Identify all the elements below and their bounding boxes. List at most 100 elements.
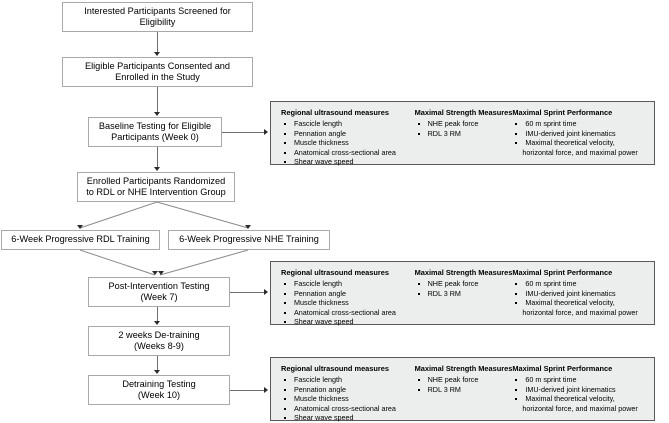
- panel2-strength-title: Maximal Strength Measures: [414, 268, 513, 277]
- list-item: IMU-derived joint kinematics: [512, 289, 646, 299]
- panel2-strength-column: Maximal Strength Measures NHE peak force…: [415, 268, 513, 318]
- merge-line-right: [159, 249, 249, 276]
- list-item: Fascicle length: [281, 119, 415, 129]
- list-item: Muscle thickness: [281, 394, 415, 404]
- list-item: IMU-derived joint kinematics: [512, 129, 646, 139]
- node-detraining-testing-line1: Detraining Testing: [122, 378, 196, 389]
- list-item: 60 m sprint time: [512, 279, 646, 289]
- node-consent: Eligible Participants Consented and Enro…: [62, 57, 253, 87]
- arrowhead-detraining-period: [154, 321, 160, 325]
- connector-baseline-to-panel1: [222, 132, 266, 133]
- arrowhead-randomization: [154, 167, 160, 171]
- panel3-sprint-title: Maximal Sprint Performance: [512, 364, 613, 373]
- node-post-line2: (Week 7): [140, 292, 178, 302]
- node-randomization: Enrolled Participants Randomized to RDL …: [77, 172, 235, 202]
- list-item: Muscle thickness: [281, 298, 415, 308]
- node-nhe-training: 6-Week Progressive NHE Training: [168, 230, 330, 250]
- node-detraining-testing-line2: (Week 10): [137, 390, 181, 400]
- list-item: Anatomical cross-sectional area: [281, 404, 415, 414]
- node-baseline-testing: Baseline Testing for Eligible Participan…: [88, 117, 222, 147]
- connector-baseline-to-randomization: [157, 147, 158, 168]
- connector-post-to-detraining-period: [157, 307, 158, 322]
- panel2-ultrasound-column: Regional ultrasound measures Fascicle le…: [281, 268, 415, 326]
- list-item: Shear wave speed: [281, 157, 415, 167]
- connector-post-to-panel2: [230, 292, 266, 293]
- list-item: NHE peak force: [415, 119, 513, 129]
- list-item: Shear wave speed: [281, 413, 415, 423]
- list-item-continuation: horizontal force, and maximal power: [522, 403, 638, 413]
- panel2-strength-list: NHE peak force RDL 3 RM: [415, 279, 513, 298]
- measures-panel-baseline: Regional ultrasound measures Fascicle le…: [270, 101, 655, 167]
- arrowhead-baseline: [154, 112, 160, 116]
- panel1-strength-column: Maximal Strength Measures NHE peak force…: [415, 108, 513, 158]
- panel1-sprint-column: Maximal Sprint Performance 60 m sprint t…: [512, 108, 646, 158]
- node-detraining-period-line2: (Weeks 8-9): [134, 341, 184, 351]
- node-rdl-training-label: 6-Week Progressive RDL Training: [11, 234, 150, 245]
- list-item: Maximal theoretical velocity,: [512, 394, 646, 404]
- arrowhead-rdl-training: [77, 225, 83, 229]
- list-item: RDL 3 RM: [415, 385, 513, 395]
- panel3-strength-list: NHE peak force RDL 3 RM: [415, 375, 513, 394]
- panel1-sprint-list: 60 m sprint time IMU-derived joint kinem…: [512, 119, 646, 157]
- node-detraining-period: 2 weeks De-training (Weeks 8-9): [88, 326, 230, 356]
- list-item: Anatomical cross-sectional area: [281, 308, 415, 318]
- panel2-sprint-title: Maximal Sprint Performance: [512, 268, 613, 277]
- list-item: NHE peak force: [415, 375, 513, 385]
- panel2-sprint-column: Maximal Sprint Performance 60 m sprint t…: [512, 268, 646, 318]
- node-consent-line2: Enrolled in the Study: [115, 72, 200, 82]
- list-item: Maximal theoretical velocity,: [512, 298, 646, 308]
- list-item: Pennation angle: [281, 385, 415, 395]
- measures-panel-post-intervention: Regional ultrasound measures Fascicle le…: [270, 261, 655, 326]
- node-screening-line1: Interested Participants Screened for: [84, 5, 231, 16]
- node-screening-line2: Eligibility: [139, 17, 176, 27]
- list-item: Pennation angle: [281, 129, 415, 139]
- split-line-right: [156, 201, 249, 229]
- node-screening: Interested Participants Screened for Eli…: [62, 2, 253, 32]
- list-item: IMU-derived joint kinematics: [512, 385, 646, 395]
- panel2-ultrasound-title: Regional ultrasound measures: [281, 268, 390, 277]
- node-detraining-period-line1: 2 weeks De-training: [118, 329, 200, 340]
- panel1-strength-title: Maximal Strength Measures: [414, 108, 513, 117]
- list-item: RDL 3 RM: [415, 129, 513, 139]
- panel3-ultrasound-column: Regional ultrasound measures Fascicle le…: [281, 364, 415, 422]
- node-nhe-training-label: 6-Week Progressive NHE Training: [179, 234, 319, 245]
- node-baseline-line1: Baseline Testing for Eligible: [98, 120, 212, 131]
- list-item-continuation: horizontal force, and maximal power: [522, 147, 638, 157]
- measures-panel-detraining: Regional ultrasound measures Fascicle le…: [270, 357, 655, 422]
- panel2-sprint-list: 60 m sprint time IMU-derived joint kinem…: [512, 279, 646, 317]
- panel3-ultrasound-title: Regional ultrasound measures: [281, 364, 390, 373]
- node-randomized-line1: Enrolled Participants Randomized: [86, 175, 226, 186]
- node-consent-line1: Eligible Participants Consented and: [84, 60, 231, 71]
- node-rdl-training: 6-Week Progressive RDL Training: [1, 230, 160, 250]
- panel1-ultrasound-list: Fascicle length Pennation angle Muscle t…: [281, 119, 415, 167]
- panel3-strength-column: Maximal Strength Measures NHE peak force…: [415, 364, 513, 414]
- arrowhead-post-right: [158, 271, 164, 275]
- arrowhead-panel2: [264, 289, 268, 295]
- arrowhead-post-left: [152, 271, 158, 275]
- list-item: Anatomical cross-sectional area: [281, 148, 415, 158]
- arrowhead-consent: [154, 52, 160, 56]
- arrowhead-nhe-training: [245, 225, 251, 229]
- panel1-strength-list: NHE peak force RDL 3 RM: [415, 119, 513, 138]
- arrowhead-panel1: [264, 129, 268, 135]
- panel1-ultrasound-title: Regional ultrasound measures: [281, 108, 390, 117]
- list-item: NHE peak force: [415, 279, 513, 289]
- node-detraining-testing: Detraining Testing (Week 10): [88, 375, 230, 405]
- list-item: Fascicle length: [281, 279, 415, 289]
- connector-detraining-to-panel3: [230, 390, 266, 391]
- arrowhead-panel3: [264, 387, 268, 393]
- connector-consent-to-baseline: [157, 87, 158, 113]
- connector-detraining-period-to-testing: [157, 356, 158, 371]
- panel3-sprint-column: Maximal Sprint Performance 60 m sprint t…: [512, 364, 646, 414]
- list-item: 60 m sprint time: [512, 375, 646, 385]
- list-item: Pennation angle: [281, 289, 415, 299]
- panel3-ultrasound-list: Fascicle length Pennation angle Muscle t…: [281, 375, 415, 423]
- list-item: RDL 3 RM: [415, 289, 513, 299]
- list-item: Maximal theoretical velocity,: [512, 138, 646, 148]
- merge-line-left: [79, 249, 156, 276]
- panel2-ultrasound-list: Fascicle length Pennation angle Muscle t…: [281, 279, 415, 327]
- panel1-sprint-title: Maximal Sprint Performance: [512, 108, 613, 117]
- node-post-line1: Post-Intervention Testing: [108, 280, 210, 291]
